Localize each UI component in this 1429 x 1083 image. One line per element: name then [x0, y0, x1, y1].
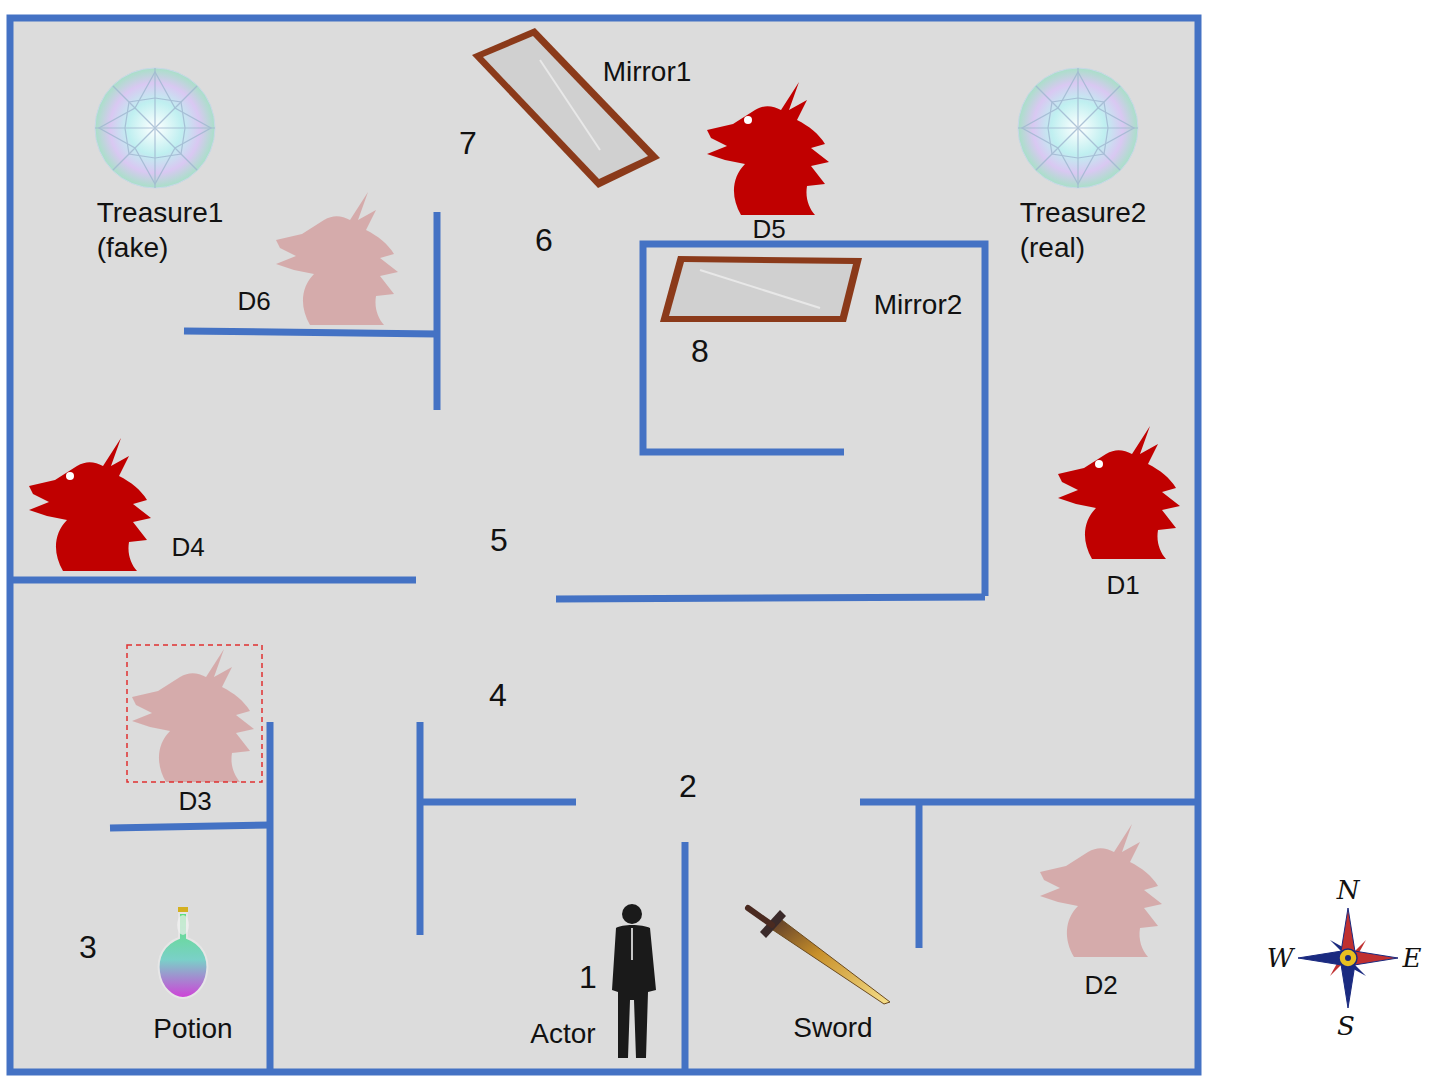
compass-rose — [1298, 908, 1398, 1008]
floor — [10, 18, 1198, 1072]
compass-letter: S — [1337, 1010, 1355, 1043]
potion — [159, 907, 208, 998]
callout-number: 6 — [535, 220, 553, 260]
callout-number: 4 — [489, 675, 507, 715]
sword — [748, 908, 890, 1004]
mirror1 — [472, 28, 660, 188]
part-label: Mirror2 — [874, 287, 963, 322]
dragon-d2 — [1040, 824, 1162, 957]
dragon-d4 — [29, 438, 151, 571]
callout-number: 8 — [691, 331, 709, 371]
treasure1-gem — [95, 68, 215, 188]
treasure-label: Treasure1 (fake) — [97, 195, 224, 265]
dragon-label: D5 — [752, 213, 785, 246]
dragon-label: D2 — [1084, 969, 1117, 1002]
mirror2 — [660, 256, 862, 322]
dragon-d1 — [1058, 426, 1180, 559]
part-label: Mirror1 — [603, 54, 692, 89]
part-label: Sword — [793, 1010, 872, 1045]
compass-letter: N — [1337, 874, 1360, 907]
dragon-d5 — [707, 82, 829, 215]
treasure-label: Treasure2 (real) — [1020, 195, 1147, 265]
actor — [612, 904, 656, 1058]
dragon-label: D1 — [1106, 569, 1139, 602]
callout-number: 7 — [459, 123, 477, 163]
dragon-d3 — [127, 645, 262, 782]
part-label: Potion — [153, 1011, 232, 1046]
dragon-label: D3 — [178, 785, 211, 818]
dragon-d6 — [276, 192, 398, 325]
callout-number: 1 — [579, 957, 597, 997]
part-label: Actor — [530, 1016, 595, 1051]
compass-letter: W — [1267, 942, 1294, 975]
walls — [10, 18, 1198, 1072]
treasure2-gem — [1018, 68, 1138, 188]
callout-number: 3 — [79, 927, 97, 967]
callout-number: 5 — [490, 520, 508, 560]
dragon-label: D6 — [237, 285, 270, 318]
compass-letter: E — [1403, 942, 1422, 975]
callout-number: 2 — [679, 766, 697, 806]
dragon-label: D4 — [171, 531, 204, 564]
